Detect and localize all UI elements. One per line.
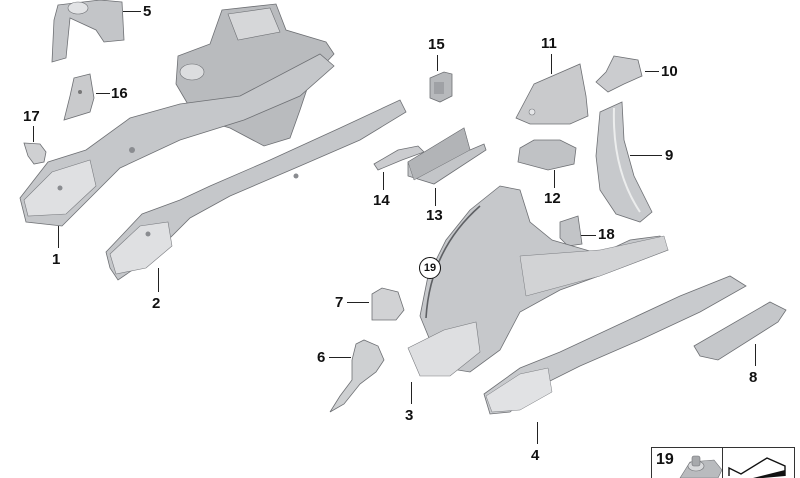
callout-label-11[interactable]: 11 — [541, 35, 557, 52]
leader-line-7 — [347, 302, 369, 303]
part-6[interactable] — [329, 339, 385, 413]
part-11[interactable] — [515, 63, 589, 125]
part-9[interactable] — [595, 101, 653, 223]
weld-nut-bolt-icon — [679, 455, 722, 478]
legend-number: 19 — [656, 451, 674, 468]
part-outline-icon — [728, 457, 786, 478]
part-12[interactable] — [517, 139, 577, 171]
leader-line-9 — [630, 155, 662, 156]
leader-line-11 — [551, 54, 552, 74]
callout-label-15[interactable]: 15 — [428, 36, 445, 53]
callout-label-4[interactable]: 4 — [531, 447, 540, 464]
callout-label-12[interactable]: 12 — [544, 190, 561, 207]
part-3-rail-end[interactable] — [407, 321, 481, 377]
leader-line-4 — [537, 422, 538, 444]
part-5[interactable] — [51, 0, 125, 63]
leader-line-16 — [96, 93, 110, 94]
callout-label-13[interactable]: 13 — [426, 207, 443, 224]
leader-line-10 — [645, 71, 659, 72]
leader-line-5 — [123, 11, 141, 12]
part-8[interactable] — [693, 301, 787, 361]
leader-line-3 — [411, 382, 412, 404]
callout-label-7[interactable]: 7 — [335, 294, 344, 311]
leader-line-12 — [554, 170, 555, 188]
part-7[interactable] — [371, 287, 405, 321]
leader-line-17 — [33, 126, 34, 142]
part-1-rail[interactable] — [19, 53, 335, 227]
leader-line-15 — [437, 55, 438, 71]
leader-line-1 — [58, 226, 59, 248]
legend-cell-weld-nut[interactable]: 19 — [652, 448, 723, 478]
circled-callout-19[interactable]: 19 — [419, 257, 441, 279]
callout-label-2[interactable]: 2 — [152, 295, 161, 312]
callout-label-6[interactable]: 6 — [317, 349, 326, 366]
leader-line-14 — [383, 172, 384, 190]
leader-line-6 — [329, 357, 351, 358]
callout-label-14[interactable]: 14 — [373, 192, 390, 209]
part-16[interactable] — [63, 73, 95, 121]
leader-line-8 — [755, 344, 756, 366]
legend-cell-outline[interactable] — [723, 448, 794, 478]
callout-label-9[interactable]: 9 — [665, 147, 674, 164]
part-10[interactable] — [595, 55, 643, 93]
callout-label-1[interactable]: 1 — [52, 251, 61, 268]
callout-label-5[interactable]: 5 — [143, 3, 152, 20]
part-18[interactable] — [559, 215, 583, 247]
legend-box: 19 — [651, 447, 795, 478]
leader-line-13 — [435, 188, 436, 206]
leader-line-18 — [581, 235, 596, 236]
callout-label-17[interactable]: 17 — [23, 108, 40, 125]
callout-label-10[interactable]: 10 — [661, 63, 678, 80]
leader-line-2 — [158, 268, 159, 292]
callout-label-8[interactable]: 8 — [749, 369, 758, 386]
callout-label-16[interactable]: 16 — [111, 85, 128, 102]
callout-label-18[interactable]: 18 — [598, 226, 615, 243]
part-17[interactable] — [23, 142, 47, 165]
callout-label-3[interactable]: 3 — [405, 407, 414, 424]
